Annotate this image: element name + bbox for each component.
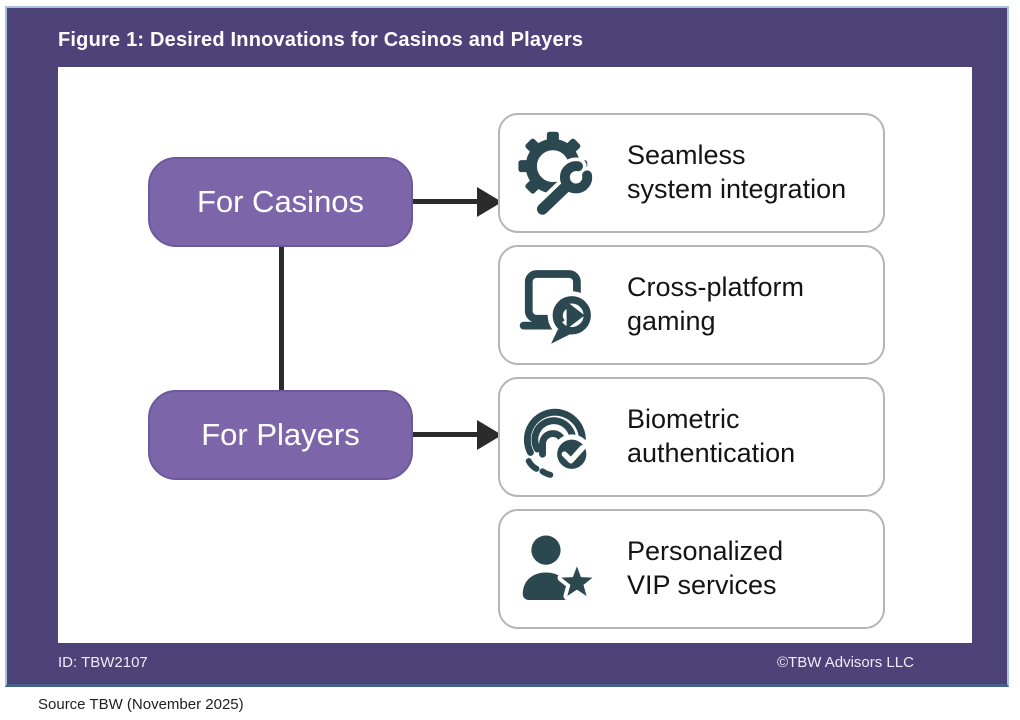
figure-title: Figure 1: Desired Innovations for Casino…	[58, 29, 584, 51]
cross-platform-icon	[515, 262, 601, 348]
connector-vertical-line	[279, 247, 284, 390]
arrow-casinos-to-card	[413, 187, 503, 217]
card-cross-platform-gaming: Cross-platform gaming	[498, 245, 885, 365]
fingerprint-check-icon	[515, 394, 601, 480]
card-label: Personalized VIP services	[627, 536, 784, 600]
source-note: Source TBW (November 2025)	[38, 696, 244, 713]
arrow-head-icon	[477, 187, 502, 217]
arrow-head-icon	[477, 420, 502, 450]
figure-id-label: ID: TBW2107	[58, 654, 148, 671]
arrow-shaft	[413, 199, 479, 204]
card-biometric-authentication: Biometric authentication	[498, 377, 885, 497]
person-star-icon	[515, 526, 601, 612]
diagram-canvas: For Casinos For Players	[58, 67, 972, 643]
gear-wrench-icon	[515, 130, 601, 216]
node-for-players-label: For Players	[201, 417, 360, 452]
card-label: Biometric authentication	[627, 404, 796, 468]
arrow-shaft	[413, 432, 479, 437]
node-for-casinos: For Casinos	[148, 157, 413, 247]
card-seamless-system-integration: Seamless system integration	[498, 113, 885, 233]
card-label: Cross-platform gaming	[627, 272, 805, 336]
arrow-players-to-card	[413, 420, 503, 450]
card-label: Seamless system integration	[627, 140, 847, 204]
copyright-label: ©TBW Advisors LLC	[777, 654, 914, 671]
node-for-casinos-label: For Casinos	[196, 184, 365, 219]
node-for-players: For Players	[148, 390, 413, 480]
card-personalized-vip-services: Personalized VIP services	[498, 509, 885, 629]
